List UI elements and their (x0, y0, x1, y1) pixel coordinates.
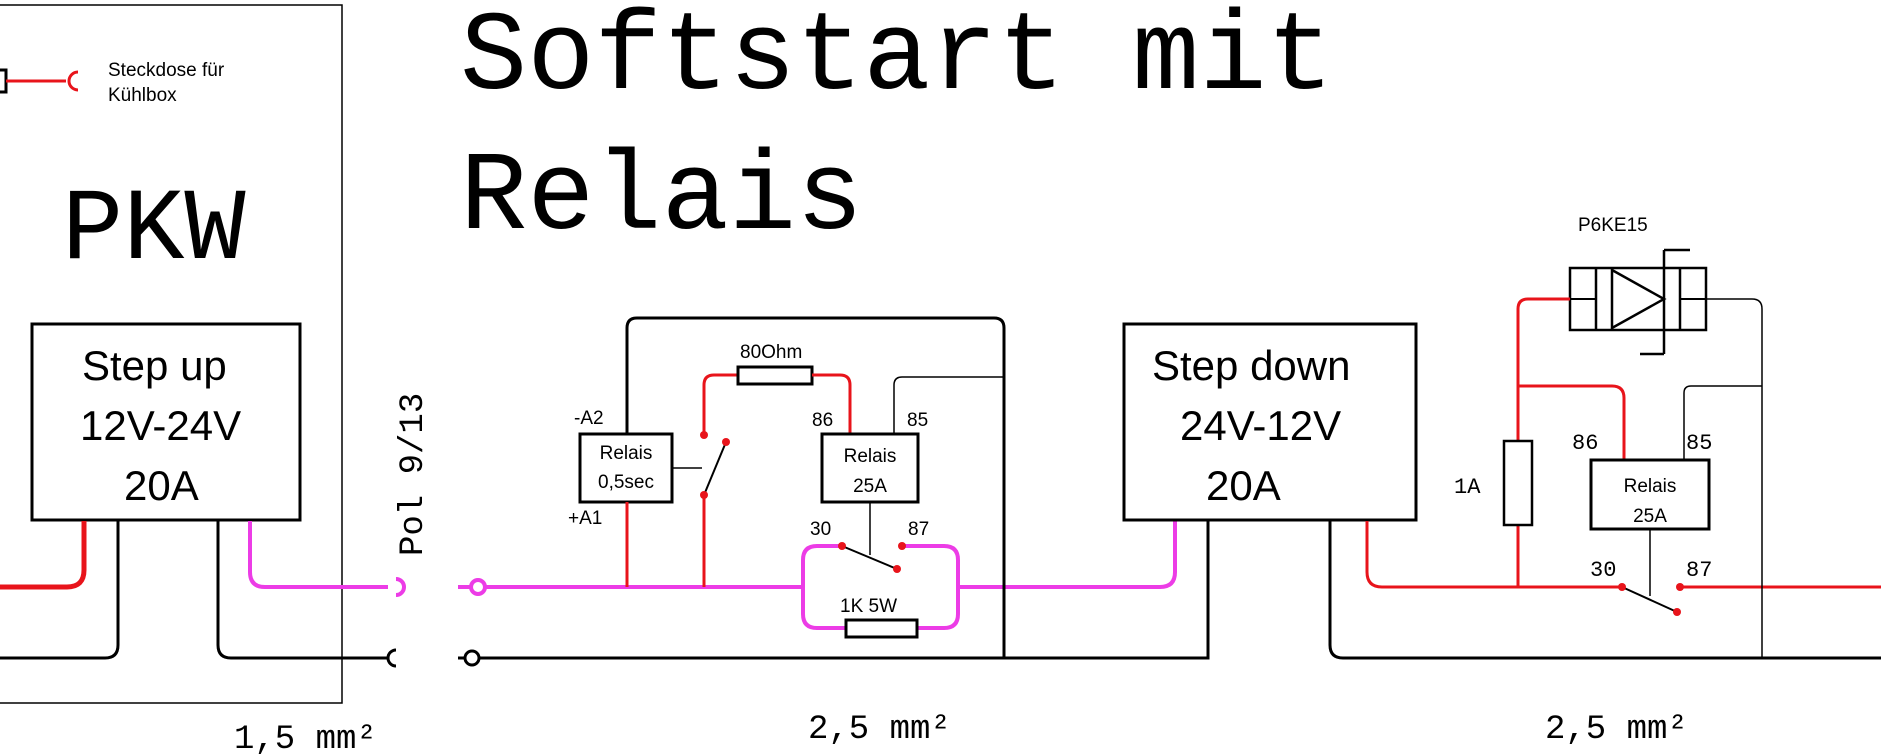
socket-label-line1: Steckdose für (108, 60, 225, 81)
relay1-pin30: 30 (810, 519, 831, 540)
timer-relay-line1: Relais (600, 443, 653, 464)
diode-label: P6KE15 (1578, 215, 1648, 236)
socket-ground-icon (463, 649, 481, 667)
fuse-label: 1A (1454, 475, 1481, 500)
relay2-line1: Relais (1624, 476, 1677, 497)
ground-bus-right (1328, 521, 1881, 660)
step-down-line1: Step down (1152, 342, 1350, 389)
step-down-12v-wire (1365, 521, 1620, 589)
resistor-80ohm (736, 365, 814, 386)
relay2-pin86: 86 (1572, 431, 1598, 456)
resistor-80-label: 80Ohm (740, 342, 802, 363)
resistor-80-right-wire (812, 373, 852, 434)
step-down-line2: 24V-12V (1180, 402, 1341, 449)
relay1-line2: 25A (853, 476, 887, 497)
relay1-pin85-wire (893, 376, 1004, 456)
relay2-pin85: 85 (1686, 431, 1712, 456)
resistor-80-left-wire (702, 373, 738, 435)
step-up-line2: 12V-24V (80, 402, 241, 449)
relay2-contact-switch (1621, 586, 1678, 613)
relay1: Relais 25A 86 85 30 87 (810, 410, 929, 540)
resistor-1k-5w (844, 618, 919, 639)
bus-24v-out (958, 521, 1177, 589)
socket-icon (0, 68, 79, 94)
relay1-pin86: 86 (812, 410, 833, 431)
ground-bus-left (479, 521, 1210, 660)
step-up-output-ground-wire (216, 521, 388, 660)
relay1-bypass-right (902, 544, 960, 630)
socket-label-line2: Kühlbox (108, 85, 177, 106)
tvs-diode (1568, 248, 1708, 356)
step-up-input-12v-wire (0, 521, 87, 590)
pkw-frame (0, 4, 343, 704)
step-up-output-24v-wire (248, 521, 388, 589)
resistor-1k-label: 1K 5W (840, 596, 897, 617)
relay2: Relais 25A 86 85 30 87 (1572, 431, 1712, 583)
step-up-line1: Step up (82, 342, 227, 389)
step-up-converter: Step up 12V-24V 20A (30, 322, 302, 522)
relay2-pin87: 87 (1686, 558, 1712, 583)
title-line1: Softstart mit (460, 0, 1334, 122)
step-down-converter: Step down 24V-12V 20A (1122, 322, 1418, 522)
relay2-pin86-wire (1518, 384, 1626, 460)
plug-ground-icon (386, 648, 397, 668)
wire-size-middle: 2,5 mm² (808, 711, 951, 749)
wire-size-right: 2,5 mm² (1545, 711, 1688, 749)
timer-contact-switch (703, 441, 727, 496)
relay1-pin87: 87 (908, 519, 929, 540)
relay1-pin85: 85 (907, 410, 928, 431)
diode-anode-wire (1516, 297, 1570, 587)
socket-positive-icon (469, 578, 487, 596)
pkw-section: Steckdose für Kühlbox PKW (0, 4, 343, 704)
relay2-pin30: 30 (1590, 558, 1616, 583)
relay2-pin85-wire (1683, 385, 1762, 460)
timer-relay: Relais 0,5sec -A2 +A1 (568, 408, 674, 529)
relay-ground-loop (625, 316, 1006, 658)
step-up-line3: 20A (124, 462, 199, 509)
relay1-bypass-left (801, 544, 846, 630)
fuse-1a (1502, 439, 1534, 527)
wire-size-pkw: 1,5 mm² (234, 721, 377, 756)
timer-relay-pin-a1: +A1 (568, 508, 602, 529)
pkw-label: PKW (62, 173, 246, 289)
relay1-line1: Relais (844, 446, 897, 467)
pol-label: Pol 9/13 (395, 393, 433, 556)
step-down-line3: 20A (1206, 462, 1281, 509)
title-line2: Relais (460, 135, 863, 262)
plug-positive-icon (395, 577, 406, 597)
diode-cathode-ground-wire (1706, 298, 1763, 658)
timer-relay-line2: 0,5sec (598, 472, 654, 493)
step-up-input-ground-wire (0, 521, 120, 660)
relay1-contact-switch (841, 545, 898, 570)
timer-relay-pin-a2: -A2 (574, 408, 604, 429)
relay2-line2: 25A (1633, 506, 1667, 527)
